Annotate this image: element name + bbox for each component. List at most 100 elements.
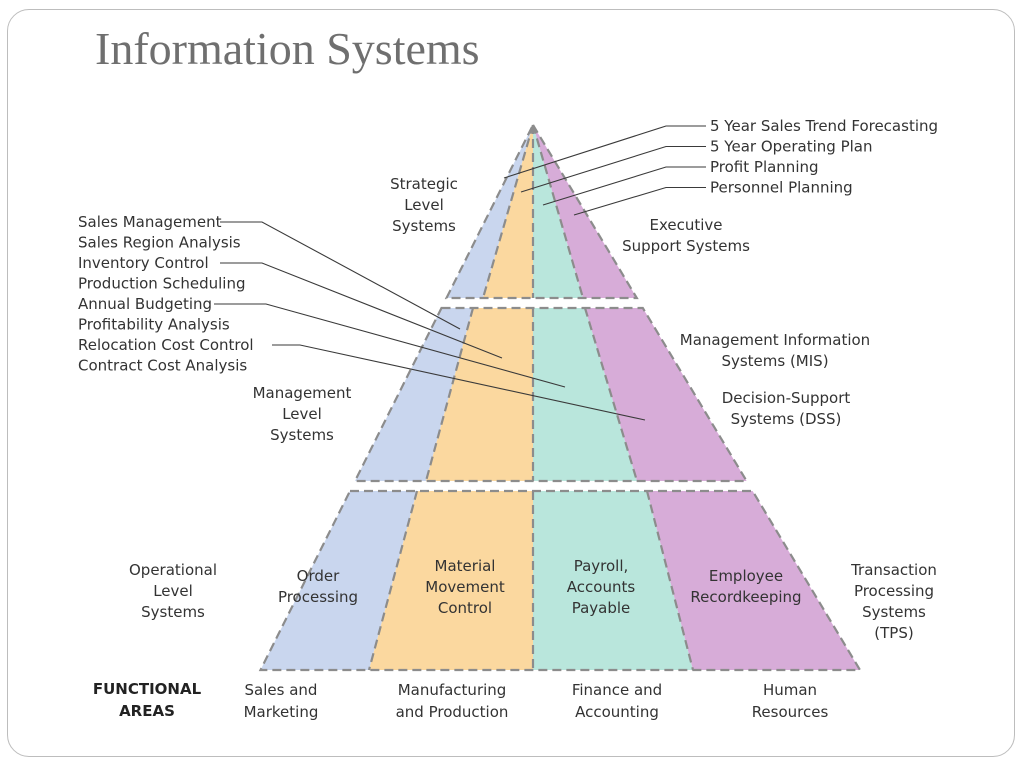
tier-outline — [258, 489, 862, 672]
leader-line — [220, 221, 461, 330]
payroll-accounts-payable-cell-line: Accounts — [567, 578, 636, 596]
area-finance-accounting-line: Accounting — [575, 703, 659, 721]
management-item: Relocation Cost Control — [78, 336, 254, 354]
area-manufacturing-production: Manufacturing and Production — [396, 681, 509, 721]
management-item: Sales Management — [78, 213, 222, 231]
functional-areas-heading: FUNCTIONAL AREAS — [93, 680, 202, 720]
management-item: Profitability Analysis — [78, 316, 230, 334]
tps-label-line: Systems — [862, 603, 926, 621]
mis-label-line: Systems (MIS) — [721, 352, 828, 370]
area-sales-marketing-line: Sales and — [245, 681, 318, 699]
section-operational-manufacturing — [369, 491, 533, 670]
management-item: Contract Cost Analysis — [78, 357, 247, 375]
divider — [481, 124, 535, 299]
section-management-hr — [585, 308, 747, 481]
material-movement-control-cell-line: Material — [435, 557, 496, 575]
executive-support-systems-label-line: Executive — [649, 216, 722, 234]
functional-areas-heading-line: FUNCTIONAL — [93, 680, 202, 698]
leader-line — [520, 145, 706, 193]
payroll-accounts-payable-cell-line: Payable — [572, 599, 631, 617]
pyramid-tiers — [258, 122, 862, 672]
section-strategic-hr — [533, 125, 637, 298]
management-item: Annual Budgeting — [78, 295, 212, 313]
operational-level-label-line: Operational — [129, 561, 217, 579]
strategic-item: Personnel Planning — [710, 179, 853, 197]
section-operational-sales — [260, 491, 417, 670]
management-level-label-line: Systems — [270, 426, 334, 444]
material-movement-control-cell-line: Control — [438, 599, 492, 617]
page-title: Information Systems — [95, 23, 480, 74]
leader-line — [542, 166, 706, 206]
leader-line — [214, 303, 566, 388]
management-item: Production Scheduling — [78, 275, 245, 293]
tps-label-line: Processing — [854, 582, 934, 600]
leader-line — [503, 125, 706, 179]
section-operational-hr — [647, 491, 860, 670]
management-level-label-line: Level — [282, 405, 322, 423]
divider — [367, 490, 419, 671]
management-item: Inventory Control — [78, 254, 209, 272]
strategic-item: 5 Year Operating Plan — [710, 138, 873, 156]
strategic-level-label-line: Systems — [392, 217, 456, 235]
operational-level-label-line: Systems — [141, 603, 205, 621]
payroll-accounts-payable-cell-line: Payroll, — [574, 557, 629, 575]
functional-areas-heading-line: AREAS — [119, 702, 175, 720]
tps-label-line: Transaction — [850, 561, 937, 579]
order-processing-cell-line: Order — [297, 567, 340, 585]
employee-recordkeeping-cell-line: Recordkeeping — [690, 588, 801, 606]
order-processing-cell-line: Processing — [278, 588, 358, 606]
leader-lines — [214, 125, 706, 421]
tps-label-line: (TPS) — [874, 624, 913, 642]
tier-strategic — [444, 122, 639, 300]
executive-support-systems-label-line: Support Systems — [622, 237, 750, 255]
section-management-manufacturing — [426, 308, 533, 481]
strategic-level-label-line: Level — [404, 196, 444, 214]
leader-line — [220, 262, 503, 359]
divider — [583, 307, 639, 482]
divider — [424, 307, 475, 482]
section-operational-finance — [533, 491, 693, 670]
area-manufacturing-production-line: and Production — [396, 703, 509, 721]
material-movement-control-cell-line: Movement — [425, 578, 505, 596]
leader-line — [272, 344, 646, 421]
area-manufacturing-production-line: Manufacturing — [398, 681, 507, 699]
section-management-sales — [355, 308, 473, 481]
strategic-item: 5 Year Sales Trend Forecasting — [710, 117, 938, 135]
tier-outline — [353, 306, 749, 483]
section-management-finance — [533, 308, 637, 481]
tier-management — [353, 306, 749, 483]
management-item: Sales Region Analysis — [78, 234, 241, 252]
mis-label-line: Management Information — [680, 331, 870, 349]
management-level-label-line: Management — [253, 384, 352, 402]
divider — [645, 490, 695, 671]
area-human-resources-line: Human — [763, 681, 817, 699]
area-finance-accounting-line: Finance and — [572, 681, 662, 699]
leader-line — [573, 186, 706, 216]
tier-operational — [258, 489, 862, 672]
dss-label-line: Decision-Support — [722, 389, 851, 407]
operational-level-label-line: Level — [153, 582, 193, 600]
area-sales-marketing-line: Marketing — [244, 703, 319, 721]
area-human-resources-line: Resources — [752, 703, 829, 721]
strategic-level-label-line: Strategic — [390, 175, 458, 193]
dss-label-line: Systems (DSS) — [731, 410, 842, 428]
employee-recordkeeping-cell-line: Employee — [709, 567, 783, 585]
strategic-item: Profit Planning — [710, 158, 819, 176]
divider — [531, 124, 585, 299]
